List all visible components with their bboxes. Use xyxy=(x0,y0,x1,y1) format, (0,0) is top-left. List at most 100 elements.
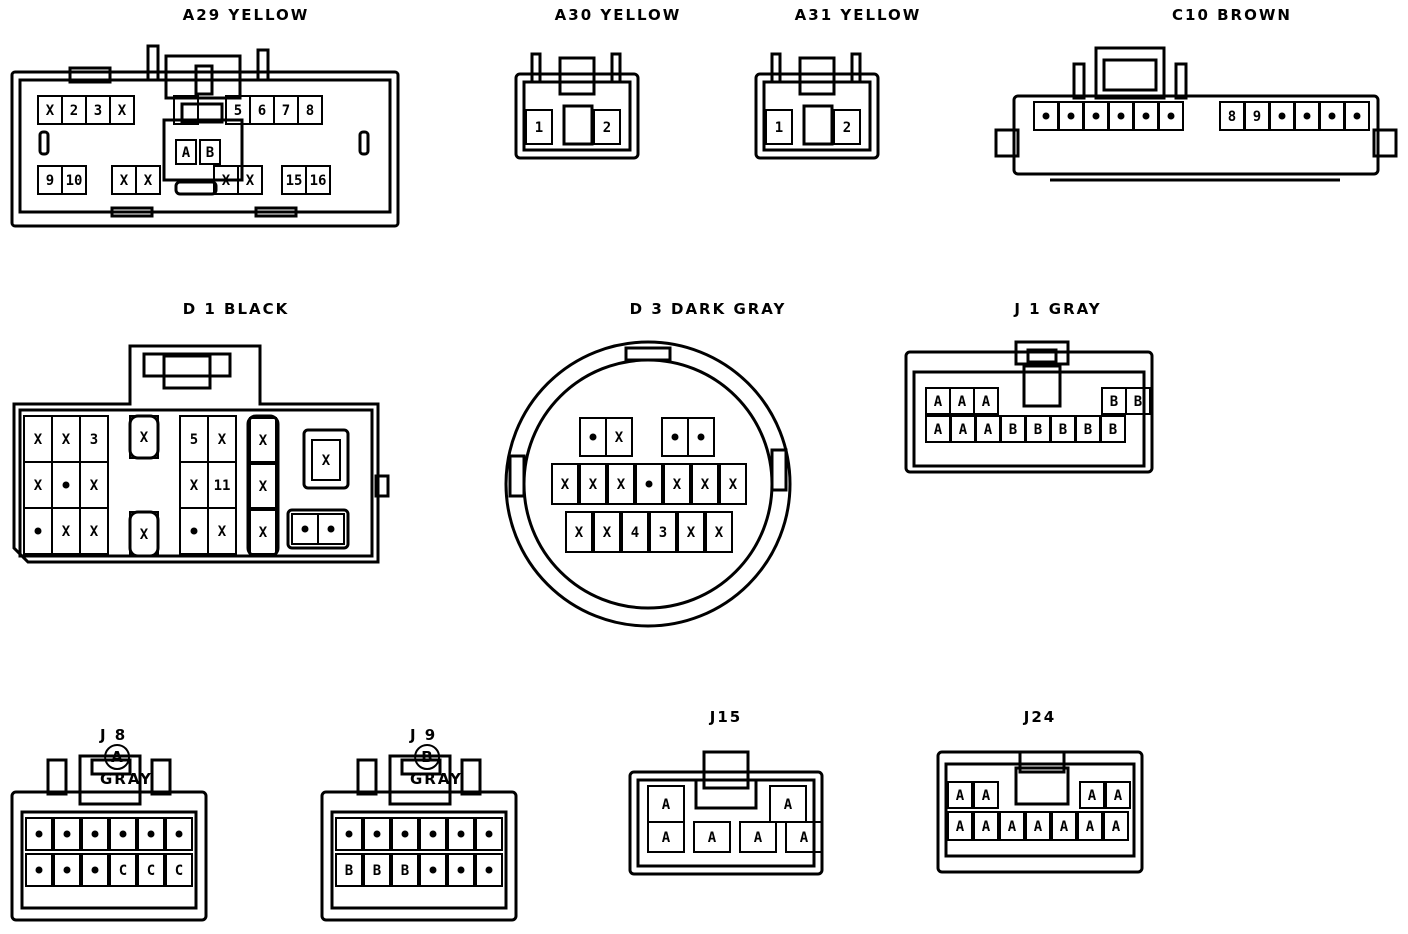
j24-bottom-pin-0-cell xyxy=(947,811,973,841)
j1-bottom-pin-7-label: B xyxy=(1109,422,1117,438)
j9-bottom-pin-3-cell xyxy=(419,853,447,887)
j9-bottom-pin-0-label: B xyxy=(345,863,353,879)
d3-bottom-pin-4-label: X xyxy=(687,525,696,541)
j24-bottom-pin-5-label: A xyxy=(1086,819,1095,835)
c10-pin-2-dot xyxy=(1092,112,1100,120)
c10-pin-8-dot xyxy=(1278,112,1286,120)
c10-pin-10-dot xyxy=(1328,112,1336,120)
d1-left-0-0-label: X xyxy=(34,432,43,448)
a29-mid-pin-0-label: A xyxy=(182,145,191,161)
d3-mid-pin-2-label: X xyxy=(617,477,626,493)
d3-top-pin-0-dot xyxy=(589,433,597,441)
j15-bottom-pin-0-cell xyxy=(647,821,685,853)
c10-pin-1-dot xyxy=(1067,112,1075,120)
a29-mid-pin-1-cell xyxy=(199,139,221,165)
j8-bottom-pin-3-label: C xyxy=(119,863,127,879)
j9-top-pin-3-dot xyxy=(429,830,437,838)
j9-top-pin-5-cell xyxy=(475,817,503,851)
c10-pin-5-dot xyxy=(1167,112,1175,120)
j24-top-pin-1-label: A xyxy=(982,788,991,804)
d1-col4-2-label: X xyxy=(259,525,268,541)
j24-top-pin-1-cell xyxy=(973,781,999,809)
connector-j24 xyxy=(936,750,1144,874)
a30-pin-0-label: 1 xyxy=(535,120,543,136)
j9-top-pin-0-dot xyxy=(345,830,353,838)
j9-bottom-pin-4-cell xyxy=(447,853,475,887)
a31-pin-0-cell xyxy=(765,109,793,145)
a29-top-pin-4-cell xyxy=(173,95,199,125)
j1-bottom-pin-0-label: A xyxy=(934,422,943,438)
a31-pin-0-label: 1 xyxy=(775,120,783,136)
d1-left-0-1-label: X xyxy=(62,432,71,448)
j1-top-pin-2-cell xyxy=(973,387,999,415)
d1-left-2-1-label: X xyxy=(62,524,71,540)
d1-left-1-1-dot xyxy=(62,481,70,489)
j8-top-pin-1-cell xyxy=(53,817,81,851)
a29-top-pin-1-label: 2 xyxy=(70,103,78,119)
j15-bottom-pin-2-label: A xyxy=(754,830,763,846)
d1-col3-0-0-label: 5 xyxy=(190,432,198,448)
j15-bottom-pin-1-label: A xyxy=(708,830,717,846)
j1-bottom-pin-4-label: B xyxy=(1034,422,1042,438)
j1-top-pin-0-label: A xyxy=(934,394,943,410)
a29-top-pin-2-label: 3 xyxy=(94,103,102,119)
c10-pin-6-label: 8 xyxy=(1228,109,1236,125)
c10-pin-3-dot xyxy=(1117,112,1125,120)
j9-bottom-pin-2-cell xyxy=(391,853,419,887)
d3-bottom-pin-5-label: X xyxy=(715,525,724,541)
label-a31-yellow: A31 YELLOW xyxy=(794,6,922,24)
j15-bottom-pin-1-cell xyxy=(693,821,731,853)
c10-pin-0-dot xyxy=(1042,112,1050,120)
j8-bottom-pin-1-cell xyxy=(53,853,81,887)
c10-pin-5-cell xyxy=(1158,101,1184,131)
connector-j9 xyxy=(320,754,518,922)
j24-bottom-pin-4-label: A xyxy=(1060,819,1069,835)
d1-col3-2-0-dot xyxy=(190,527,198,535)
d1-col4-1-label: X xyxy=(259,479,268,495)
j15-bottom-pin-2-cell xyxy=(739,821,777,853)
d1-pair-1-dot xyxy=(327,525,335,533)
j8-top-pin-4-cell xyxy=(137,817,165,851)
j8-bottom-pin-2-cell xyxy=(81,853,109,887)
d3-mid-pin-0-cell xyxy=(551,463,579,505)
j1-bottom-pin-3-label: B xyxy=(1009,422,1017,438)
d3-bottom-pin-1-label: X xyxy=(603,525,612,541)
d3-mid-pin-4-cell xyxy=(663,463,691,505)
j9-bottom-pin-0-cell xyxy=(335,853,363,887)
j8-bottom-pin-2-dot xyxy=(91,866,99,874)
d3-mid-pin-3-dot xyxy=(645,480,653,488)
a29-top-pin-8-label: 8 xyxy=(306,103,314,119)
a29-bottom-pin-5-cell xyxy=(237,165,263,195)
j8-bottom-pin-4-label: C xyxy=(147,863,155,879)
j8-bottom-pin-1-dot xyxy=(63,866,71,874)
d1-left-2-2-label: X xyxy=(90,524,99,540)
d1-left-0-2-label: 3 xyxy=(90,432,98,448)
d1-col3-2-1-cell xyxy=(207,507,237,555)
j1-top-pin-4-cell xyxy=(1125,387,1151,415)
j9-top-pin-1-dot xyxy=(373,830,381,838)
a30-pin-0-cell xyxy=(525,109,553,145)
a29-top-pin-6-label: 6 xyxy=(258,103,266,119)
j24-top-pin-2-label: A xyxy=(1088,788,1097,804)
d1-left-1-0-label: X xyxy=(34,478,43,494)
connector-a29 xyxy=(10,44,400,228)
c10-pin-4-dot xyxy=(1142,112,1150,120)
d1-pair-1-cell xyxy=(317,513,345,545)
j24-bottom-pin-6-label: A xyxy=(1112,819,1121,835)
j8-bottom-pin-0-cell xyxy=(25,853,53,887)
d1-col2-0-label: X xyxy=(140,430,149,446)
j8-top-pin-0-cell xyxy=(25,817,53,851)
d3-mid-pin-3-cell xyxy=(635,463,663,505)
j8-bottom-pin-0-dot xyxy=(35,866,43,874)
a29-bottom-pin-7-cell xyxy=(305,165,331,195)
connector-j15 xyxy=(628,750,824,876)
label-j15: J15 xyxy=(709,708,743,726)
label-a30-yellow: A30 YELLOW xyxy=(554,6,682,24)
j24-bottom-pin-0-label: A xyxy=(956,819,965,835)
d3-mid-pin-2-cell xyxy=(607,463,635,505)
j8-top-pin-3-dot xyxy=(119,830,127,838)
j15-bottom-pin-3-cell xyxy=(785,821,823,853)
j9-bottom-pin-1-cell xyxy=(363,853,391,887)
j8-top-pin-5-cell xyxy=(165,817,193,851)
